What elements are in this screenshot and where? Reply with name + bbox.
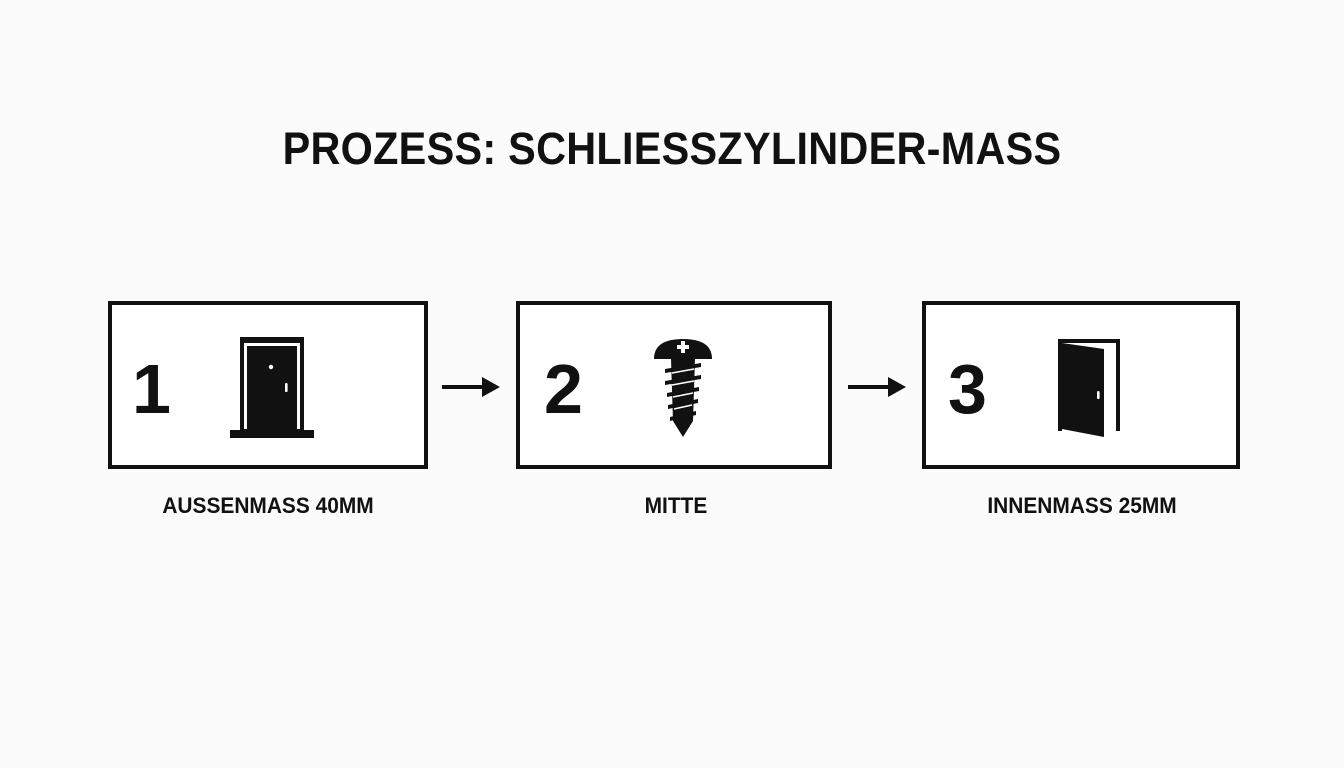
diagram-title: PROZESS: SCHLIESSZYLINDER-MASS	[282, 123, 1062, 174]
door-closed-icon	[230, 337, 314, 438]
step-number-3: 3	[948, 350, 987, 428]
step-box-2: 2	[516, 301, 832, 469]
step-caption-2: MITTE	[644, 493, 708, 518]
step-box-1: 1	[108, 301, 428, 469]
screw-icon	[654, 339, 712, 437]
step-box-3: 3	[922, 301, 1240, 469]
step-number-1: 1	[132, 350, 171, 428]
step-caption-3: INNENMASS 25MM	[987, 493, 1177, 518]
step-caption-1: AUSSENMASS 40MM	[162, 493, 374, 518]
arrow-right-icon	[848, 377, 906, 397]
step-number-2: 2	[544, 350, 583, 428]
arrow-right-icon	[442, 377, 500, 397]
door-open-icon	[1058, 339, 1120, 437]
